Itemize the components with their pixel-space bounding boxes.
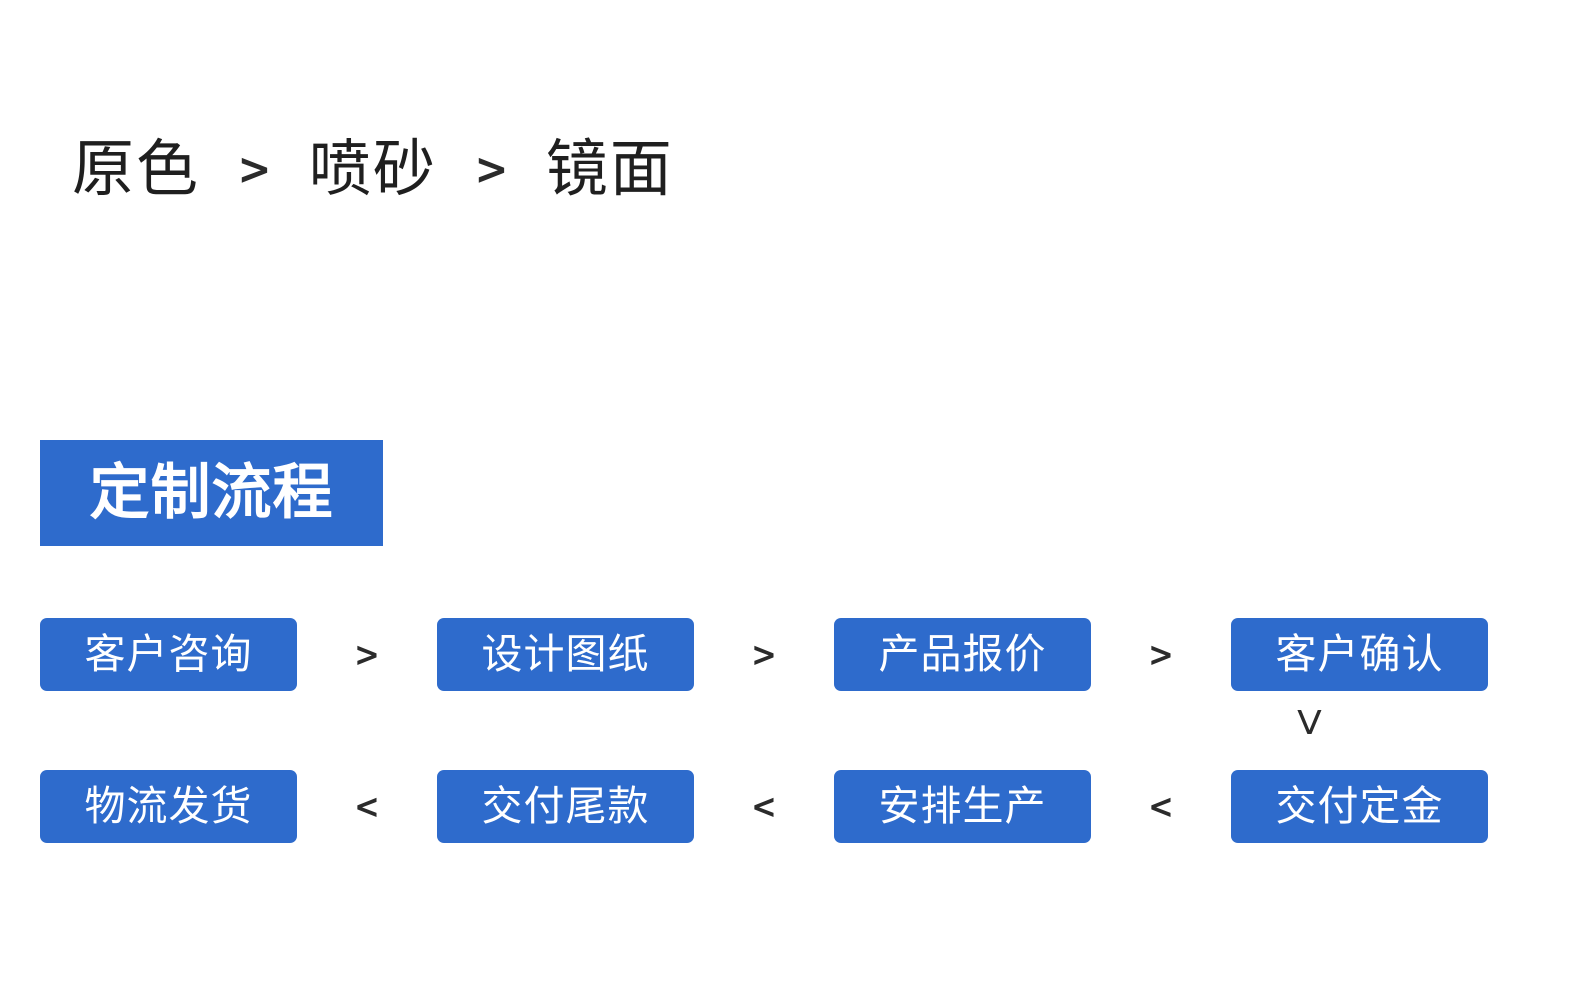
process-step-design-drawing[interactable]: 设计图纸 (437, 618, 694, 691)
process-step-label: 物流发货 (84, 783, 253, 829)
process-step-final-payment[interactable]: 交付尾款 (437, 770, 694, 843)
process-step-label: 设计图纸 (481, 631, 650, 677)
process-step-deposit-payment[interactable]: 交付定金 (1231, 770, 1488, 843)
process-step-label: 安排生产 (878, 783, 1047, 829)
process-flow-row-forward: 客户咨询 > 设计图纸 > 产品报价 > 客户确认 (40, 618, 1488, 691)
chevron-right-icon: > (1148, 634, 1174, 675)
process-step-customer-confirmation[interactable]: 客户确认 (1231, 618, 1488, 691)
section-heading-badge: 定制流程 (40, 440, 383, 546)
process-step-product-quotation[interactable]: 产品报价 (834, 618, 1091, 691)
process-step-label: 产品报价 (878, 631, 1047, 677)
section-heading-text: 定制流程 (89, 459, 334, 526)
process-step-customer-inquiry[interactable]: 客户咨询 (40, 618, 297, 691)
process-step-label: 客户咨询 (84, 631, 253, 677)
finish-step-jingmian: 镜面 (545, 135, 674, 204)
chevron-right-icon: > (354, 634, 380, 675)
finish-step-pensha: 喷砂 (308, 135, 437, 204)
process-step-arrange-production[interactable]: 安排生产 (834, 770, 1091, 843)
chevron-left-icon: < (751, 786, 777, 827)
finish-step-yuanse: 原色 (72, 135, 201, 204)
process-flow-diagram: 客户咨询 > 设计图纸 > 产品报价 > 客户确认 物流发货 < 交付尾款 < (40, 618, 1488, 843)
process-step-label: 交付尾款 (481, 783, 650, 829)
chevron-right-icon: > (474, 144, 509, 195)
process-flow-row-backward: 物流发货 < 交付尾款 < 安排生产 < 交付定金 (40, 770, 1488, 843)
chevron-right-icon: > (237, 144, 272, 195)
process-step-label: 交付定金 (1275, 783, 1444, 829)
finish-sequence: 原色 > 喷砂 > 镜面 (72, 124, 674, 216)
chevron-left-icon: < (1148, 786, 1174, 827)
chevron-right-icon: > (751, 634, 777, 675)
process-step-label: 客户确认 (1275, 631, 1444, 677)
chevron-left-icon: < (354, 786, 380, 827)
process-step-logistics-shipping[interactable]: 物流发货 (40, 770, 297, 843)
